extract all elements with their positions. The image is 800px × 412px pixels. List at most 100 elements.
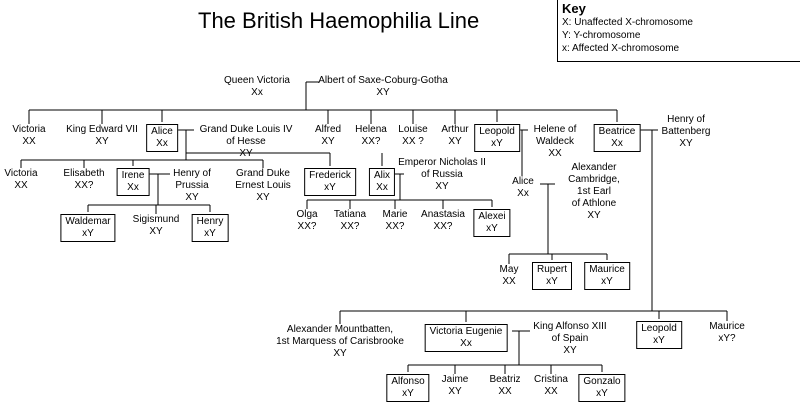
chromosome-label: XY	[448, 136, 462, 147]
chromosome-label: Xx	[156, 138, 168, 149]
chromosome-label: xY	[486, 223, 498, 234]
person-name: Alexander Mountbatten,	[286, 324, 394, 335]
key-heading: Key	[562, 1, 586, 16]
chromosome-label: XX	[498, 386, 512, 397]
chromosome-label: XX?	[74, 180, 94, 191]
person-name: Marie	[382, 209, 408, 220]
chromosome-label: XY	[563, 345, 577, 356]
person-name: Victoria Eugenie	[429, 326, 503, 337]
person-name: Alfred	[314, 124, 342, 135]
chromosome-label: xY	[653, 335, 665, 346]
person-name: Irene	[121, 170, 145, 181]
person-name: Cambridge,	[568, 174, 620, 185]
person-name: Victoria	[4, 168, 38, 179]
person-name: Cristina	[534, 374, 568, 385]
chromosome-label: XX?	[340, 221, 360, 232]
chromosome-label: XY	[239, 148, 253, 159]
person-name: Alice	[512, 176, 534, 187]
person-name: Prussia	[175, 180, 209, 191]
person-name: Henry of	[667, 114, 705, 125]
chromosome-label: XY	[149, 226, 163, 237]
chromosome-label: xY	[596, 388, 608, 399]
person-name: Emperor Nicholas II	[398, 157, 486, 168]
person-name: Alfonso	[391, 376, 425, 387]
person-name: of Spain	[551, 333, 589, 344]
chromosome-label: Xx	[127, 182, 139, 193]
person-name: Victoria	[12, 124, 46, 135]
person-name: Ernest Louis	[235, 180, 291, 191]
person-name: Gonzalo	[583, 376, 621, 387]
person-name: Alice	[151, 126, 173, 137]
chromosome-label: XY	[376, 87, 390, 98]
person-name: of Hesse	[226, 136, 266, 147]
person-name: Grand Duke Louis IV	[199, 124, 293, 135]
chromosome-label: Xx	[460, 338, 472, 349]
person-name: Elisabeth	[63, 168, 105, 179]
chromosome-label: XY	[679, 138, 693, 149]
person-name: Battenberg	[661, 126, 711, 137]
chromosome-label: XY	[587, 210, 601, 221]
chromosome-label: XY	[95, 136, 109, 147]
chromosome-label: XY	[333, 348, 347, 359]
person-name: May	[499, 264, 519, 275]
chromosome-label: xY?	[718, 333, 736, 344]
chromosome-label: xY	[491, 138, 503, 149]
chromosome-label: Xx	[376, 182, 388, 193]
person-name: Helena	[355, 124, 387, 135]
person-name: Louise	[398, 124, 428, 135]
person-name: Leopold	[641, 323, 677, 334]
chromosome-label: XX?	[361, 136, 381, 147]
person-name: Beatriz	[489, 374, 521, 385]
person-name: Beatrice	[598, 126, 636, 137]
person-name: 1st Earl	[577, 186, 611, 197]
chromosome-label: XX ?	[402, 136, 424, 147]
diagram-title: The British Haemophilia Line	[198, 8, 480, 33]
person-name: Frederick	[309, 170, 351, 181]
person-name: Grand Duke	[236, 168, 290, 179]
chromosome-label: XX?	[433, 221, 453, 232]
chromosome-label: XY	[185, 192, 199, 203]
chromosome-label: XX	[22, 136, 36, 147]
chromosome-label: XY	[448, 386, 462, 397]
chromosome-label: XX?	[297, 221, 317, 232]
chromosome-label: xY	[82, 228, 94, 239]
person-name: Maurice	[709, 321, 745, 332]
chromosome-label: XX	[14, 180, 28, 191]
key-legend: Key X: Unaffected X-chromosome Y: Y-chro…	[557, 0, 800, 62]
chromosome-label: XX	[548, 148, 562, 159]
person-alexander-m: Alexander Mountbatten,1st Marquess of Ca…	[276, 324, 404, 360]
person-name: Queen Victoria	[224, 75, 290, 86]
chromosome-label: Xx	[517, 188, 529, 199]
person-name: of Athlone	[571, 198, 617, 209]
key-item-unaffected-x: X: Unaffected X-chromosome	[562, 17, 693, 28]
person-name: Alexei	[478, 211, 506, 222]
